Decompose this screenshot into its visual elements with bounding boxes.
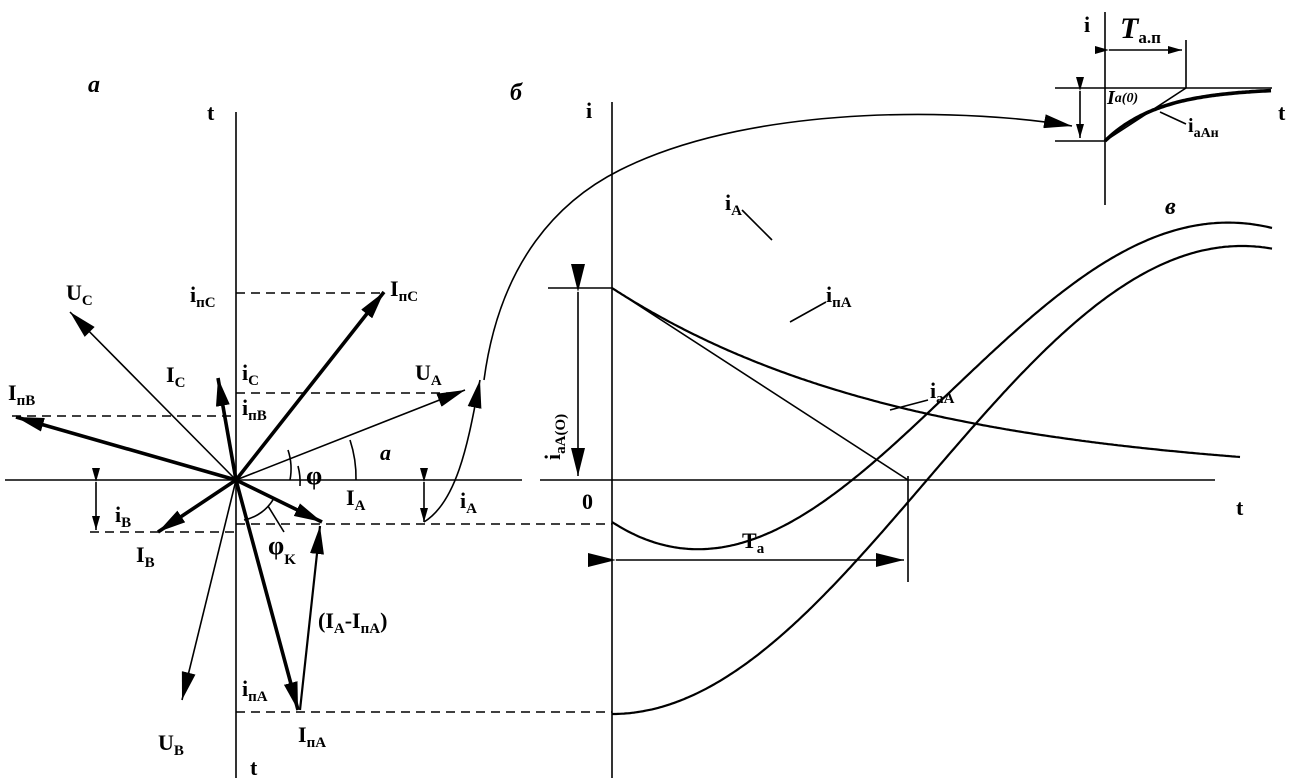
link-arrow-1 — [423, 379, 482, 523]
label-UB: UB — [158, 730, 184, 759]
label-IA: IA — [346, 485, 366, 514]
vector-IA-minus-IpA — [298, 525, 324, 711]
leader-ipA — [789, 301, 827, 323]
leader-iaA — [889, 399, 929, 411]
panel-label-v: в — [1165, 194, 1176, 220]
panel-label-b: б — [510, 80, 523, 106]
vector-IpC — [234, 290, 386, 482]
panel-label-a: a — [88, 72, 100, 98]
waveform-axis-i: i — [586, 98, 592, 123]
curve-iaA — [611, 287, 1241, 459]
curve-inset-iaAn — [1103, 88, 1272, 143]
vector-IpA — [234, 479, 300, 711]
curve-ipA — [612, 244, 1273, 716]
waveform-origin: 0 — [582, 489, 593, 514]
inset-axis-i: i — [1084, 12, 1090, 37]
tangent-line — [611, 287, 909, 481]
label-iaAn: iaAн — [1188, 115, 1219, 141]
label-ipB: iпB — [242, 395, 267, 424]
label-ipA-wave: iпA — [826, 282, 852, 311]
label-Tan: Ta.п — [1120, 12, 1161, 47]
vector-UB — [181, 479, 237, 701]
leader-iaAn — [1159, 111, 1187, 125]
angle-phi-arc-2 — [287, 449, 292, 481]
vector-UA — [235, 389, 466, 481]
waveform-diagram: б i t 0 Ta iA iпA iaA iaA(O) — [510, 80, 1273, 778]
waveform-axis-t: t — [1236, 495, 1244, 520]
vector-IA — [235, 478, 323, 524]
label-IpA: IпA — [298, 722, 326, 751]
angle-phi-arc — [297, 465, 301, 487]
label-iaA0: iaA(O) — [540, 414, 569, 460]
label-IpB: IпB — [8, 380, 35, 409]
phasor-axis-t-top: t — [207, 100, 215, 125]
phasor-axis-t-bottom: t — [250, 755, 258, 780]
phik-leader — [267, 505, 285, 533]
label-iA-phasor: iA — [460, 488, 477, 517]
label-iB: iB — [115, 502, 131, 531]
label-ia0: Ia(0) — [1106, 87, 1138, 109]
label-IB: IB — [136, 542, 155, 571]
label-angle-alpha: a — [380, 440, 391, 465]
angle-phik-arc — [243, 497, 275, 521]
vector-IpB — [15, 415, 237, 482]
vector-IB — [157, 478, 237, 534]
label-iaA-wave: iaA — [930, 378, 955, 407]
inset-axis-t: t — [1278, 100, 1286, 125]
label-angle-phik: φK — [268, 531, 296, 568]
label-angle-phi: φ — [306, 461, 322, 490]
label-ipC: iпC — [190, 282, 216, 311]
label-iC: iC — [242, 360, 259, 389]
label-UA: UA — [415, 360, 442, 389]
vector-UC — [69, 311, 237, 481]
inset-diagram: i t Ta.п Ia(0) iaAн в — [1055, 12, 1286, 220]
label-iA-wave: iA — [725, 190, 742, 219]
link-arrow-2 — [483, 113, 1073, 381]
label-IC: IC — [166, 362, 185, 391]
label-UC: UC — [66, 280, 93, 309]
label-IpC: IпC — [390, 276, 418, 305]
curve-iA — [611, 221, 1273, 551]
vector-IC — [215, 377, 238, 481]
phasor-diagram: a t t UC UA UB IпC IпB IC IA IB IпA iпC … — [5, 72, 1073, 780]
label-IA-minus-IpA: (IA-IпA) — [318, 608, 387, 637]
label-ipA: iпA — [242, 676, 268, 705]
label-Ta: Ta — [742, 528, 765, 557]
leader-iA — [741, 209, 773, 241]
angle-alpha-arc — [349, 439, 357, 481]
